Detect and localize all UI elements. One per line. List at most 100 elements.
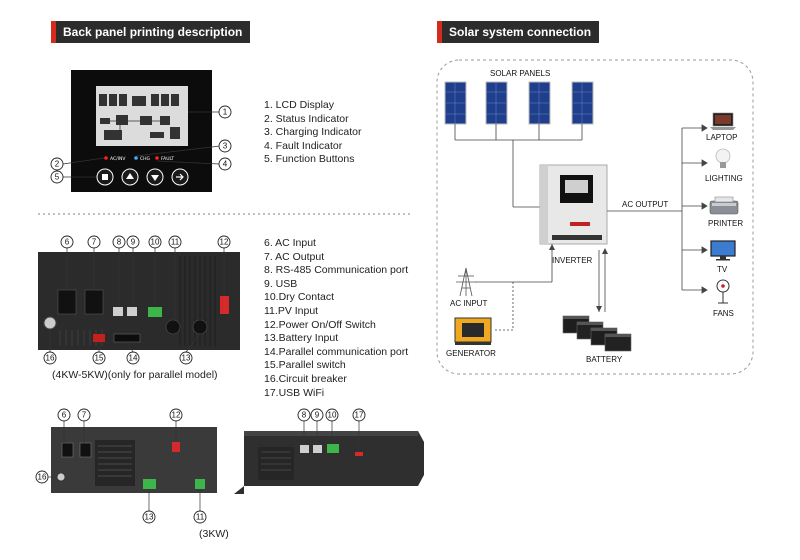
callout-10: 10: [148, 235, 162, 249]
function-buttons: [96, 168, 189, 186]
parallel-comm-port: [113, 333, 141, 343]
solar-diagram: SOLAR PANELS: [436, 59, 754, 375]
battery-input-3kw: [143, 479, 156, 489]
arrow-down-icon: [151, 175, 159, 181]
dry-contact-terminal: [148, 307, 162, 317]
usb-port: [127, 307, 137, 316]
callout-4: 4: [218, 157, 232, 171]
callout-7: 7: [87, 235, 101, 249]
svg-text:7: 7: [82, 411, 87, 420]
ac-output-terminal: [84, 289, 104, 315]
legend-item: 5. Function Buttons: [264, 153, 355, 166]
legend-item: 2. Status Indicator: [264, 112, 349, 125]
battery-input-terminal: [192, 319, 208, 335]
lighting-label: LIGHTING: [705, 174, 743, 183]
back-panel-3kw: [48, 421, 217, 511]
charging-indicator-led: [134, 156, 138, 160]
header-accent-bar: [51, 21, 56, 43]
pv-input-3kw: [195, 479, 205, 489]
legend-item: 1. LCD Display: [264, 99, 335, 111]
battery-label: BATTERY: [586, 355, 623, 364]
ac-output-terminal-3kw: [79, 442, 92, 458]
rs485-port-3kw: [300, 445, 309, 453]
legend-item: 7. AC Output: [264, 250, 325, 263]
circuit-breaker[interactable]: [43, 316, 57, 330]
callout-9-side: 9: [310, 408, 324, 422]
svg-text:17: 17: [355, 411, 364, 420]
legend-item: 3. Charging Indicator: [264, 126, 362, 139]
svg-text:9: 9: [315, 411, 320, 420]
power-switch-3kw[interactable]: [172, 442, 180, 452]
lcd-segments: [99, 94, 180, 140]
circuit-breaker-3kw[interactable]: [56, 472, 66, 482]
svg-text:7: 7: [92, 238, 97, 247]
output-arrows: [682, 124, 708, 294]
svg-text:8: 8: [302, 411, 307, 420]
fan-icon: [716, 279, 730, 304]
svg-text:1: 1: [223, 108, 228, 117]
svg-text:13: 13: [182, 354, 191, 363]
callout-14: 14: [126, 351, 140, 365]
svg-text:6: 6: [62, 411, 67, 420]
fans-label: FANS: [713, 309, 734, 318]
callout-17-side: 17: [352, 408, 366, 422]
callout-numbers: 1 2 3 4 5 6 7 8 9 10 11 12 16 15 14 13 6…: [35, 105, 366, 524]
back-panel-header: Back panel printing description: [51, 21, 251, 43]
callout-8: 8: [112, 235, 126, 249]
callout-1: 1: [218, 105, 232, 119]
status-indicator-led: [104, 156, 108, 160]
svg-text:5: 5: [55, 173, 60, 182]
svg-text:10: 10: [328, 411, 337, 420]
tv-icon: [710, 240, 736, 261]
callout-13-3kw: 13: [142, 510, 156, 524]
callout-11-3kw: 11: [193, 510, 207, 524]
usb-wifi-port: [355, 452, 363, 456]
dry-contact-3kw: [327, 444, 339, 453]
svg-text:8: 8: [117, 238, 122, 247]
callout-5: 5: [50, 170, 64, 184]
legend-item: 12.Power On/Off Switch: [264, 318, 376, 331]
callout-11: 11: [168, 235, 182, 249]
callout-6: 6: [60, 235, 74, 249]
power-tower-icon: [456, 267, 476, 297]
callout-8-side: 8: [297, 408, 311, 422]
back-panel-title: Back panel printing description: [56, 21, 251, 43]
legend-item: 10.Dry Contact: [264, 291, 335, 304]
svg-text:13: 13: [145, 513, 154, 522]
menu-icon: [102, 174, 108, 180]
svg-text:4: 4: [223, 160, 228, 169]
ac-input-terminal-3kw: [61, 442, 74, 458]
inverter-label: INVERTER: [552, 256, 593, 265]
svg-text:15: 15: [95, 354, 104, 363]
chg-label: CHG: [140, 156, 151, 162]
legend-item: 6. AC Input: [264, 237, 316, 249]
light-bulb-icon: [715, 148, 731, 168]
fan-grille: [95, 440, 135, 486]
solar-header: Solar system connection: [437, 21, 600, 43]
solar-panels-label: SOLAR PANELS: [490, 69, 550, 78]
parallel-switch[interactable]: [93, 334, 105, 342]
callout-12: 12: [217, 235, 231, 249]
legend-item: 15.Parallel switch: [264, 359, 346, 372]
svg-text:11: 11: [196, 513, 205, 522]
callout-16-3kw: 16: [35, 470, 49, 484]
battery-icon: [562, 315, 632, 352]
solar-panels: [444, 81, 594, 125]
power-switch[interactable]: [220, 296, 229, 314]
svg-text:3: 3: [223, 142, 228, 151]
svg-text:16: 16: [38, 473, 47, 482]
enter-icon: [176, 173, 184, 181]
printer-label: PRINTER: [708, 219, 743, 228]
parallel-model-note: (4KW-5KW)(only for parallel model): [52, 369, 218, 381]
callout-9: 9: [126, 235, 140, 249]
usb-port-3kw: [313, 445, 322, 453]
pv-input-terminal: [165, 319, 181, 335]
callout-7-3kw: 7: [77, 408, 91, 422]
ac-inv-label: AC/INV: [110, 156, 126, 162]
inverter: [539, 164, 608, 245]
fault-label: FAULT: [161, 156, 174, 162]
generator-icon: [454, 317, 492, 345]
laptop-label: LAPTOP: [706, 133, 737, 142]
svg-text:12: 12: [220, 238, 229, 247]
svg-text:10: 10: [151, 238, 160, 247]
